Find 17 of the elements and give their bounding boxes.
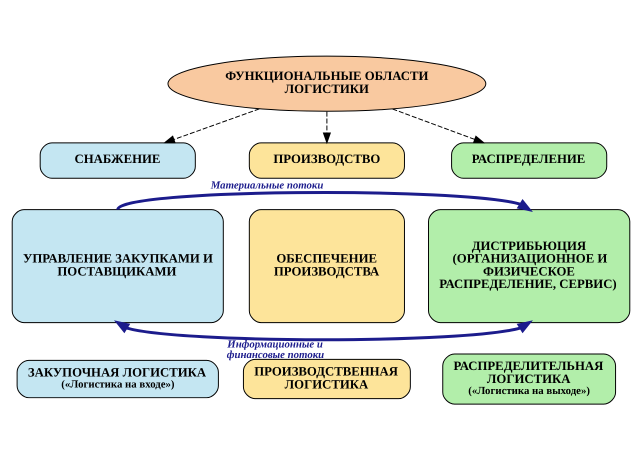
node-box: ПРОИЗВОДСТВО	[248, 142, 405, 179]
node-box: ОБЕСПЕЧЕНИЕ ПРОИЗВОДСТВА	[248, 209, 405, 324]
arrow	[322, 111, 332, 144]
node-ellipse: ФУНКЦИОНАЛЬНЫЕ ОБЛАСТИ ЛОГИСТИКИ	[167, 56, 486, 112]
arrow	[163, 108, 260, 144]
edge-label: Информационные и финансовые потоки	[226, 338, 324, 362]
node-box: РАСПРЕДЕЛЕНИЕ	[451, 142, 608, 179]
node-box: ДИСТРИБЬЮЦИЯ (ОРГАНИЗАЦИОННОЕ И ФИЗИЧЕСКОЕ РАСПРЕДЕЛЕНИЕ, СЕРВИС)	[428, 209, 630, 324]
arrow	[114, 320, 533, 342]
node-box: РАСПРЕДЕЛИТЕЛЬНАЯ ЛОГИСТИКА («Логистика на выходе»)	[442, 354, 616, 405]
arrow	[116, 191, 533, 212]
edge-label: Материальные потоки	[210, 179, 324, 192]
arrow	[392, 108, 486, 144]
node-box: ПРОИЗВОДСТВЕННАЯ ЛОГИСТИКА	[242, 358, 411, 400]
node-box: ЗАКУПОЧНАЯ ЛОГИСТИКА («Логистика на входе»)	[16, 360, 219, 398]
node-box: УПРАВЛЕНИЕ ЗАКУПКАМИ И ПОСТАВЩИКАМИ	[12, 209, 224, 324]
node-box: СНАБЖЕНИЕ	[40, 142, 196, 179]
